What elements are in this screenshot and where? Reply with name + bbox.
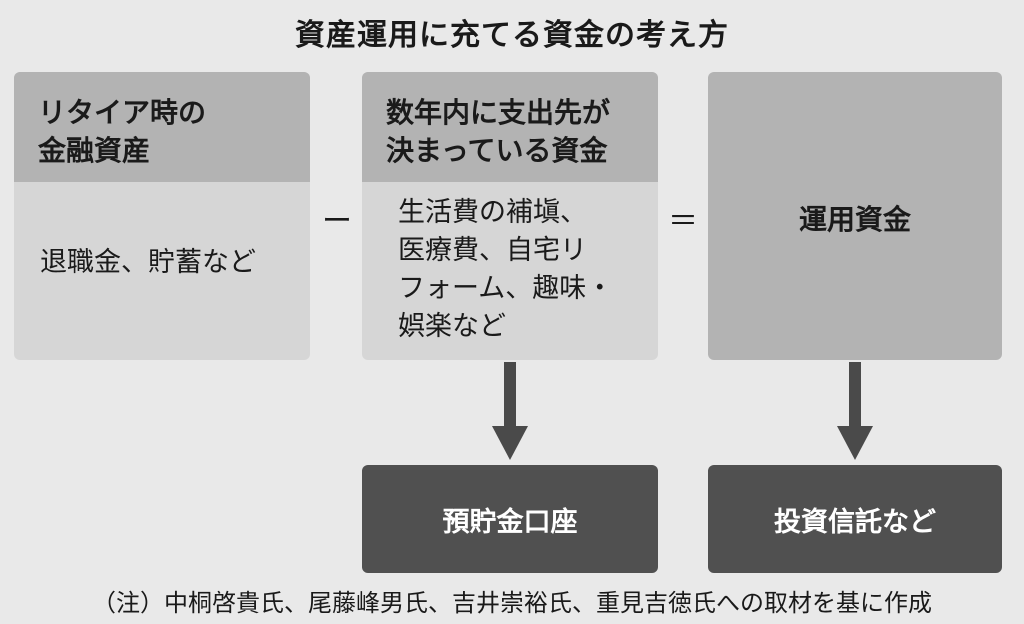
savings-account-box: 預貯金口座 bbox=[362, 465, 658, 573]
retirement-assets-box: リタイア時の 金融資産 退職金、貯蓄など bbox=[14, 72, 310, 360]
minus-operator: ー bbox=[322, 204, 352, 239]
diagram-title: 資産運用に充てる資金の考え方 bbox=[295, 18, 729, 53]
source-note: （注）中桐啓貴氏、尾藤峰男氏、吉井崇裕氏、重見吉徳氏への取材を基に作成 bbox=[92, 589, 932, 617]
investment-funds-label: 運用資金 bbox=[798, 203, 911, 236]
down-arrow-left bbox=[492, 362, 528, 460]
committed-funds-body: 生活費の補塡、 医療費、自宅リ フォーム、趣味・ 娯楽など bbox=[398, 197, 614, 342]
retirement-assets-body: 退職金、貯蓄など bbox=[40, 247, 256, 278]
investment-trust-box: 投資信託など bbox=[708, 465, 1002, 573]
committed-funds-box: 数年内に支出先が 決まっている資金 生活費の補塡、 医療費、自宅リ フォーム、趣… bbox=[362, 72, 658, 360]
investment-funds-box: 運用資金 bbox=[708, 72, 1002, 360]
down-arrow-right bbox=[837, 362, 873, 460]
committed-funds-heading: 数年内に支出先が 決まっている資金 bbox=[362, 72, 658, 182]
retirement-assets-heading: リタイア時の 金融資産 bbox=[14, 72, 310, 182]
equals-operator: ＝ bbox=[668, 204, 698, 239]
